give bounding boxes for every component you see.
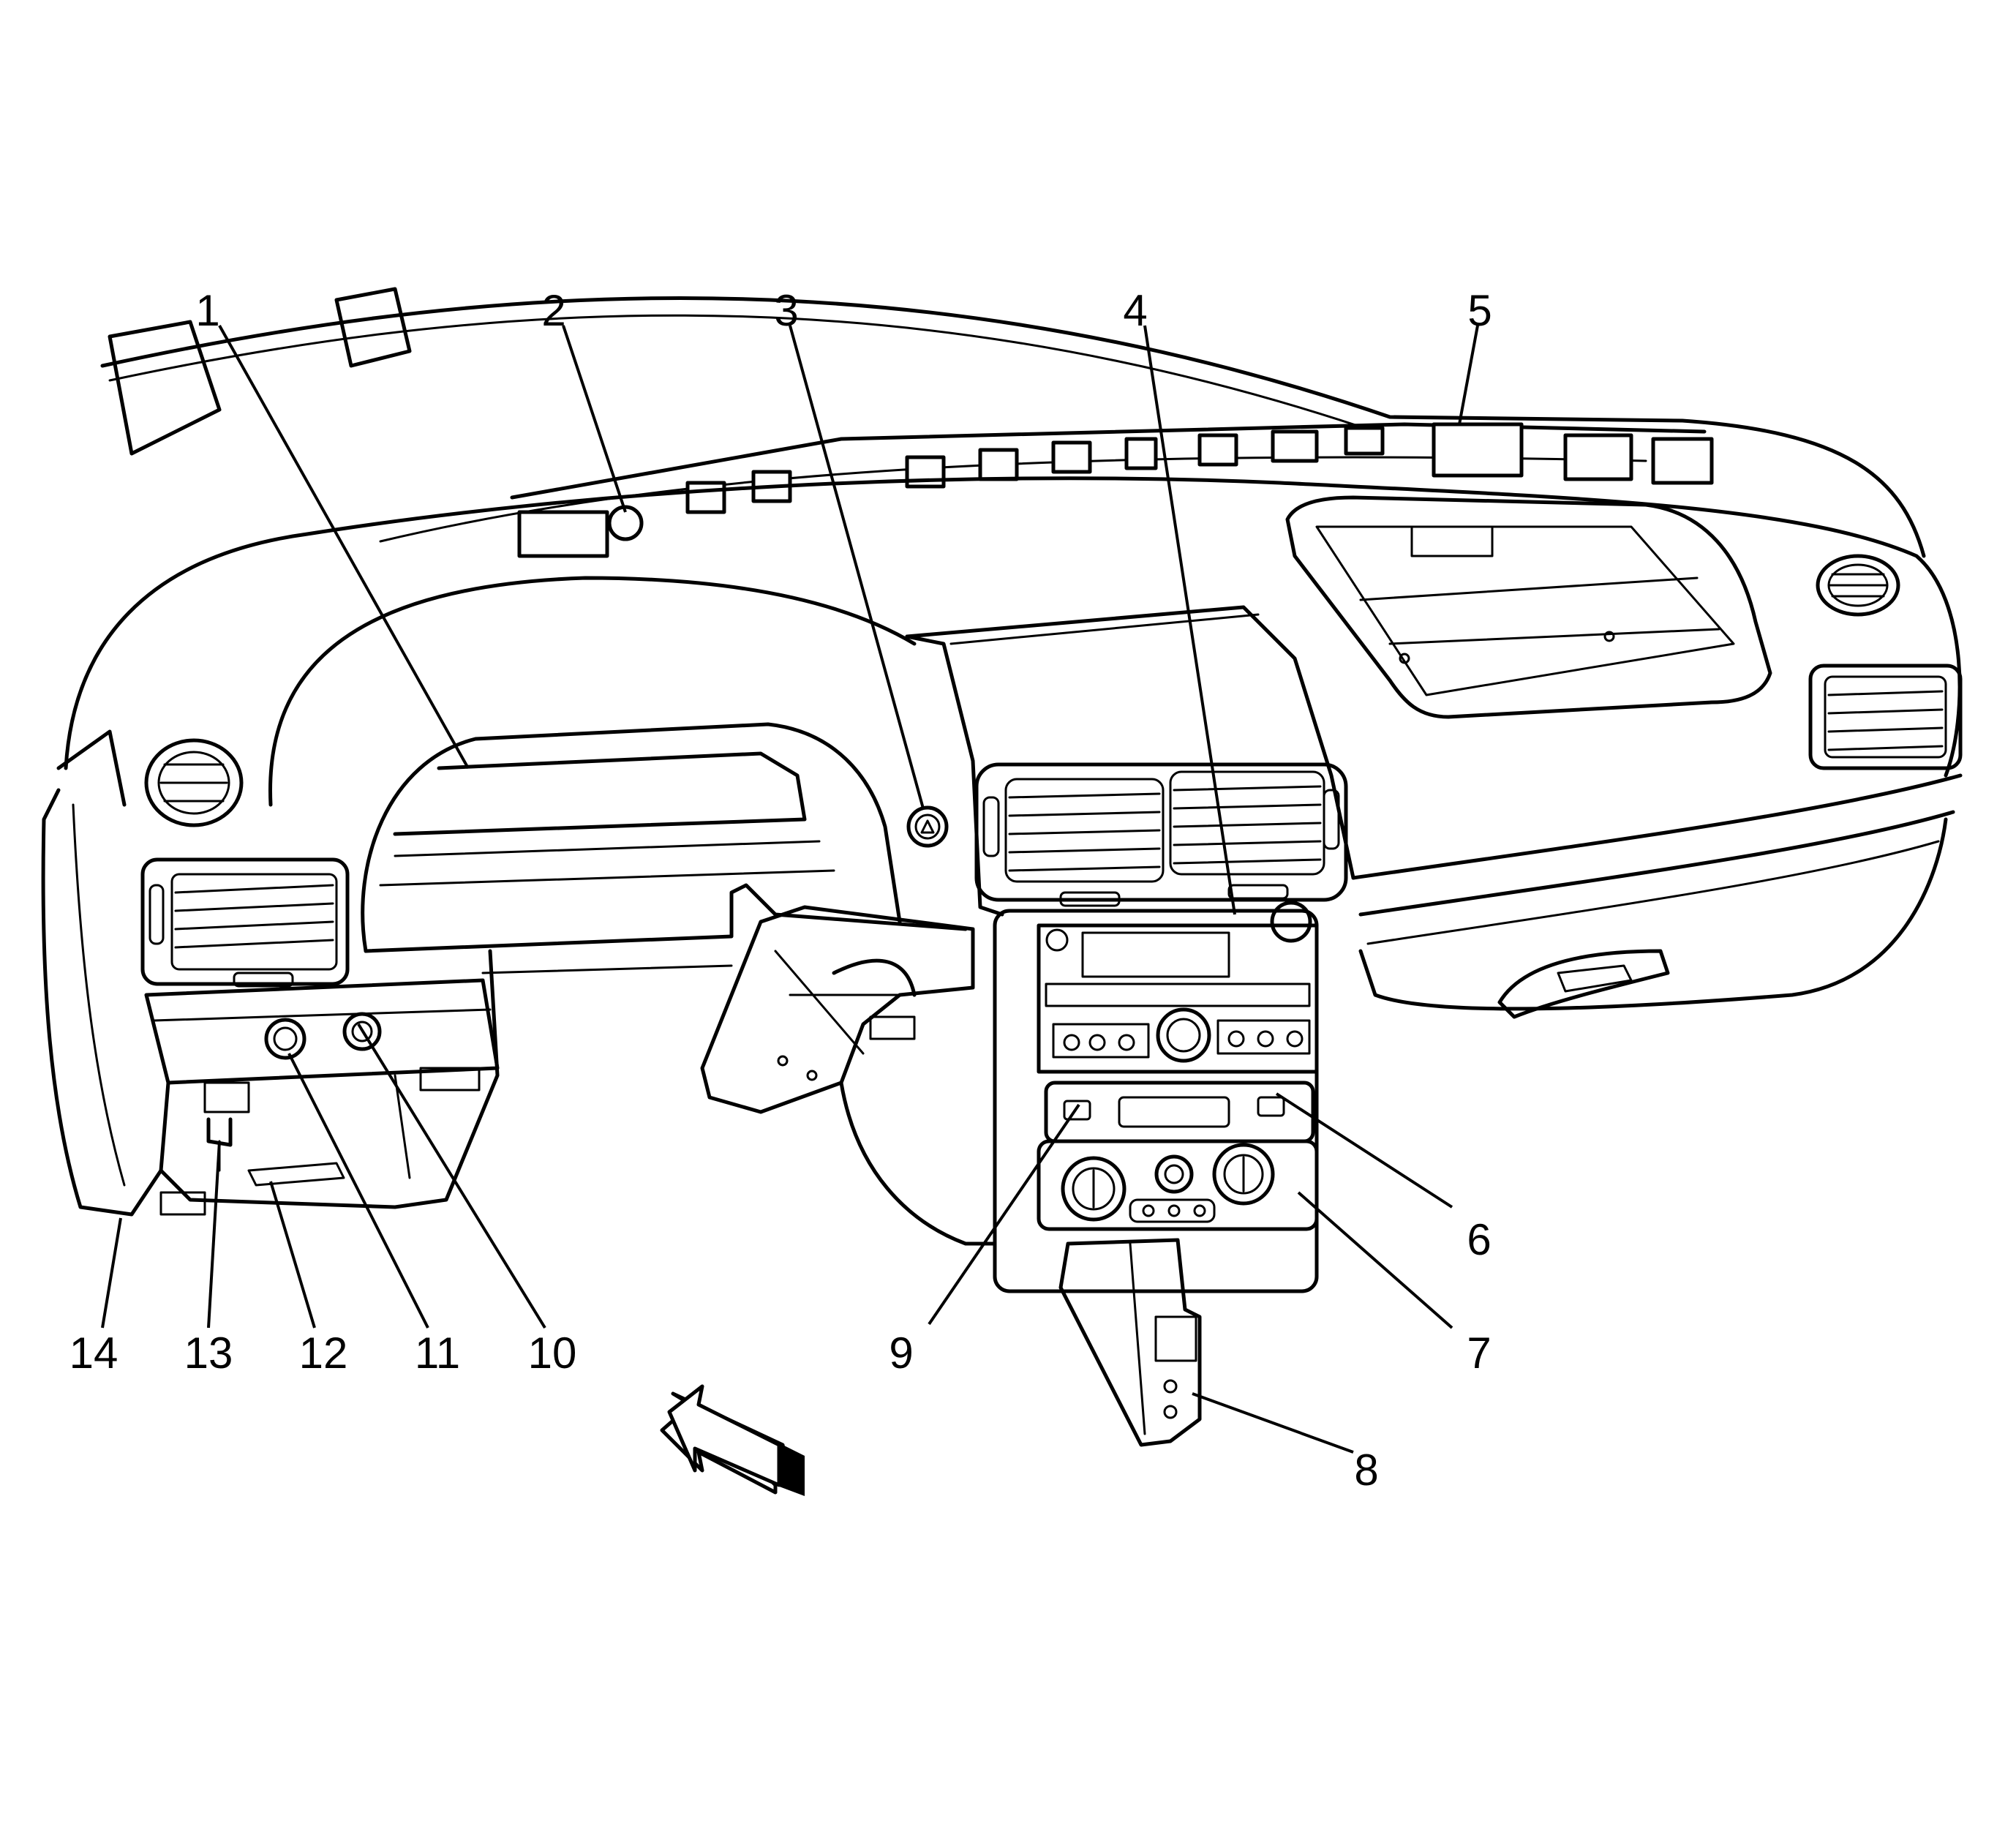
callout-5: 5 [1467, 286, 1492, 335]
radio [993, 901, 1319, 1293]
callout-13: 13 [184, 1329, 233, 1378]
callout-9: 9 [889, 1329, 913, 1378]
instrument-panel-drawing [41, 287, 1963, 1447]
callout-10: 10 [528, 1329, 577, 1378]
steering-column-bracket [700, 905, 997, 1246]
callout-2: 2 [541, 286, 565, 335]
callout-7: 7 [1467, 1329, 1491, 1378]
callout-12: 12 [299, 1329, 348, 1378]
passenger-airbag-opening [1285, 495, 1772, 719]
lower-left-panel [144, 949, 500, 1216]
hazard-switch [906, 805, 949, 848]
right-round-vent [1816, 554, 1900, 617]
glove-box-handle [1497, 949, 1670, 1019]
callout-4: 4 [1123, 286, 1147, 335]
right-rect-vent [1808, 664, 1963, 770]
cluster-hood [268, 576, 968, 953]
callout-1: 1 [195, 286, 219, 335]
center-vents [974, 762, 1348, 907]
callout-6: 6 [1467, 1215, 1491, 1264]
left-rect-vent [140, 857, 350, 988]
forward-arrow-icon [660, 1384, 805, 1496]
callout-14: 14 [69, 1329, 119, 1378]
hvac-control [1037, 1139, 1319, 1231]
callout-labels: 1 2 3 4 5 6 7 8 9 10 11 12 13 14 [69, 286, 1492, 1495]
callout-11: 11 [415, 1329, 460, 1378]
left-round-vent [144, 738, 244, 827]
leader-lines [101, 325, 1479, 1454]
callout-8: 8 [1354, 1446, 1378, 1495]
center-support-bracket [1058, 1238, 1202, 1447]
accessory-bezel [1044, 1081, 1315, 1143]
callout-3: 3 [774, 286, 798, 335]
